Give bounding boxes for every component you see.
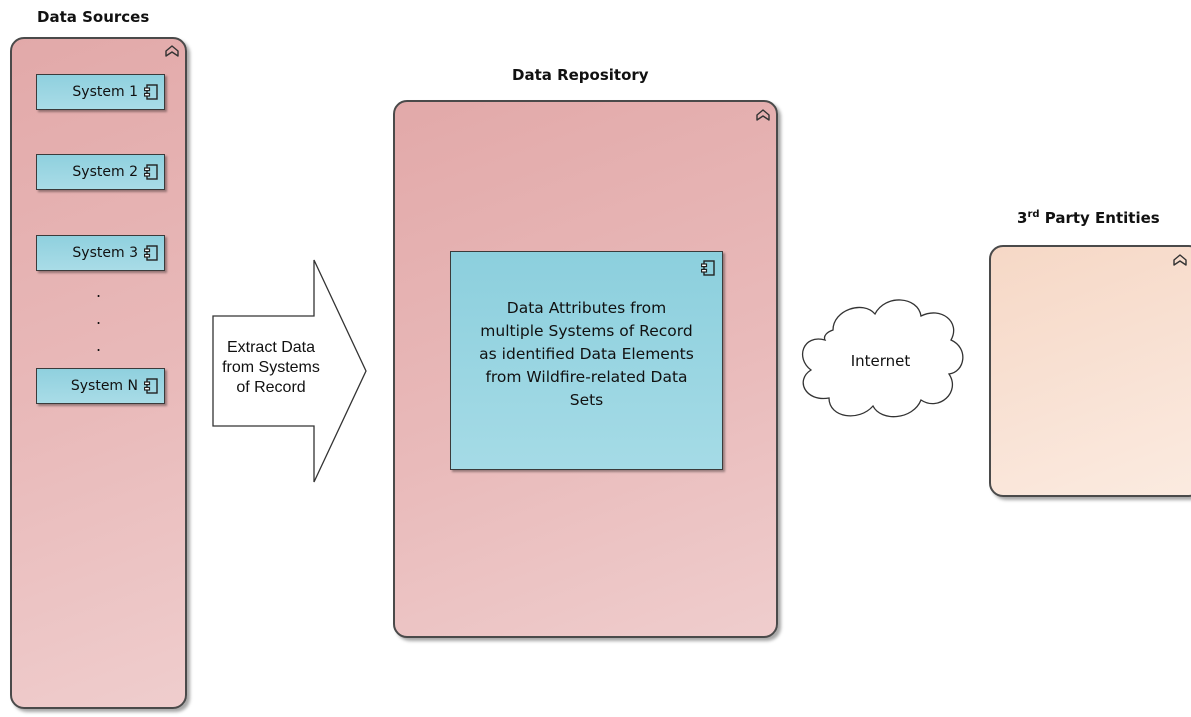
title-number: 3 (1017, 209, 1028, 227)
internet-cloud[interactable]: Internet (793, 290, 968, 425)
label-line: of Record (236, 379, 306, 396)
system-label: System 1 (72, 84, 138, 100)
collapse-icon[interactable] (756, 109, 770, 123)
component-icon (144, 84, 158, 100)
title-ordinal: rd (1027, 209, 1040, 220)
component-icon (144, 245, 158, 261)
title-text: Party Entities (1039, 209, 1160, 227)
system-1-component[interactable]: System 1 (36, 74, 165, 110)
label-line: Extract Data (226, 339, 316, 356)
block-arrow-shape (212, 259, 367, 483)
system-2-component[interactable]: System 2 (36, 154, 165, 190)
third-party-title: 3rd Party Entities (1017, 209, 1160, 227)
component-icon (701, 260, 715, 276)
cloud-icon (801, 299, 964, 418)
ellipsis-dot: . (96, 282, 102, 301)
extract-data-arrow: Extract Data from Systems of Record (212, 258, 368, 484)
system-label: System 2 (72, 164, 138, 180)
text-line: Sets (569, 391, 604, 409)
data-repository-title: Data Repository (512, 66, 649, 84)
text-line: as identified Data Elements (479, 345, 694, 363)
third-party-group[interactable] (989, 245, 1191, 497)
system-label: System N (70, 378, 138, 394)
text-line: multiple Systems of Record (480, 322, 693, 340)
collapse-icon[interactable] (1173, 254, 1187, 268)
label-line: from Systems (222, 359, 320, 376)
system-n-component[interactable]: System N (36, 368, 165, 404)
system-label: System 3 (72, 245, 138, 261)
component-icon (144, 164, 158, 180)
collapse-icon[interactable] (165, 45, 179, 59)
system-3-component[interactable]: System 3 (36, 235, 165, 271)
data-attributes-component[interactable]: Data Attributes from multiple Systems of… (450, 251, 723, 470)
data-sources-title: Data Sources (37, 8, 150, 26)
internet-label: Internet (850, 352, 911, 370)
extract-data-label: Extract Data from Systems of Record (212, 338, 330, 398)
ellipsis-dot: . (96, 309, 102, 328)
text-line: from Wildfire-related Data (485, 368, 688, 386)
data-attributes-text: Data Attributes from multiple Systems of… (457, 297, 716, 412)
ellipsis-dot: . (96, 336, 102, 355)
component-icon (144, 378, 158, 394)
text-line: Data Attributes from (506, 299, 667, 317)
